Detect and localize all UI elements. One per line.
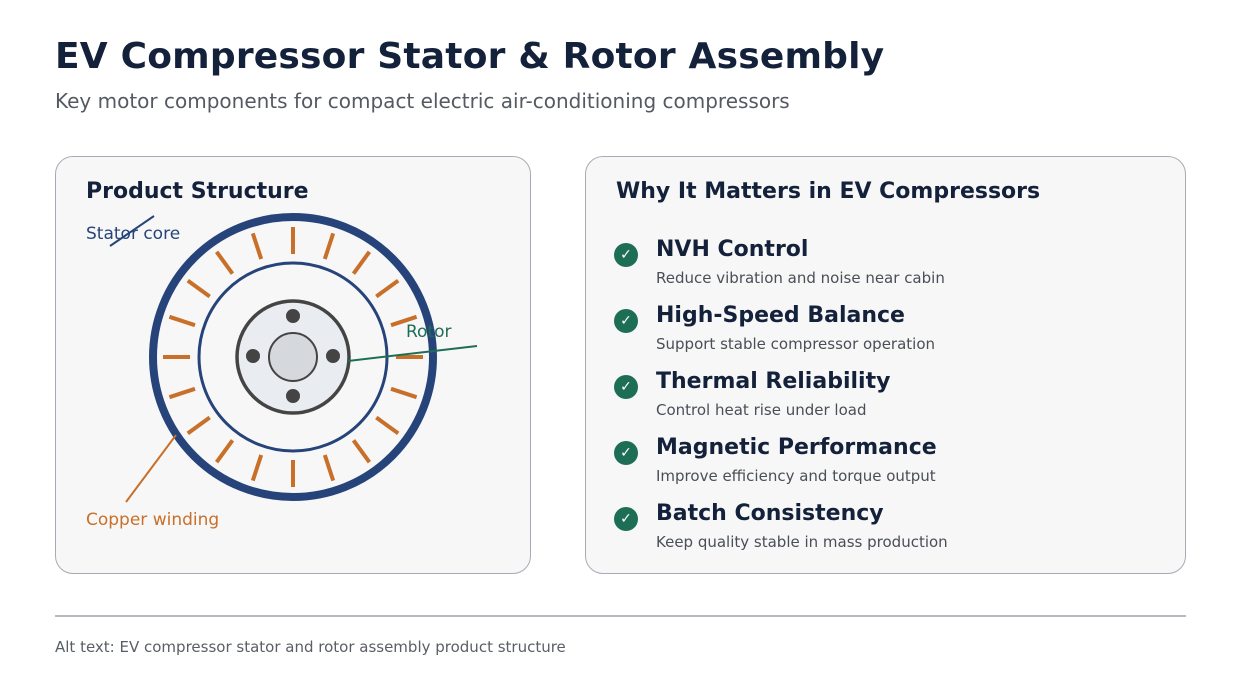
- page-subtitle: Key motor components for compact electri…: [55, 89, 790, 113]
- benefit-desc: Keep quality stable in mass production: [656, 533, 948, 551]
- benefit-title: Thermal Reliability: [656, 369, 891, 394]
- benefit-desc: Support stable compressor operation: [656, 335, 936, 353]
- product-structure-card: Product Structure Stator core Rotor Copp…: [55, 156, 531, 574]
- winding-slot: [186, 278, 211, 299]
- page-title: EV Compressor Stator & Rotor Assembly: [55, 36, 885, 77]
- check-icon: ✓: [614, 309, 638, 333]
- benefit-title: Magnetic Performance: [656, 435, 937, 460]
- benefit-title: Batch Consistency: [656, 501, 884, 526]
- shaft: [268, 332, 318, 382]
- footer-divider: [55, 615, 1186, 617]
- rotor-label: Rotor: [406, 322, 452, 342]
- benefit-desc: Improve efficiency and torque output: [656, 467, 936, 485]
- winding-slot: [168, 314, 196, 328]
- winding-slot: [214, 250, 235, 275]
- rotor-leader: [347, 345, 478, 362]
- winding-slot: [250, 454, 264, 482]
- winding-slot: [322, 454, 336, 482]
- copper-winding-slots: [163, 227, 423, 487]
- hub-bolt-right: [326, 349, 340, 363]
- stator-rotor-diagram: Stator core Rotor Copper winding: [86, 213, 478, 530]
- benefits-card: Why It Matters in EV Compressors ✓ NVH C…: [585, 156, 1186, 574]
- copper-winding-label: Copper winding: [86, 510, 219, 530]
- stator-core-ring: [149, 213, 437, 501]
- check-icon: ✓: [614, 243, 638, 267]
- hub-bolt-top: [286, 309, 300, 323]
- benefits-heading: Why It Matters in EV Compressors: [616, 179, 1041, 204]
- winding-slot: [375, 278, 400, 299]
- product-structure-heading: Product Structure: [86, 179, 309, 204]
- winding-slot: [351, 250, 372, 275]
- stator-core-label: Stator core: [86, 224, 180, 244]
- benefit-desc: Control heat rise under load: [656, 401, 867, 419]
- benefit-desc: Reduce vibration and noise near cabin: [656, 269, 945, 287]
- winding-slot: [250, 232, 264, 260]
- alt-text-caption: Alt text: EV compressor stator and rotor…: [55, 638, 566, 656]
- winding-slot: [214, 439, 235, 464]
- benefit-title: High-Speed Balance: [656, 303, 905, 328]
- hub-bolt-bottom: [286, 389, 300, 403]
- winding-slot: [390, 386, 418, 400]
- winding-slot: [168, 386, 196, 400]
- check-icon: ✓: [614, 441, 638, 465]
- winding-slot: [375, 415, 400, 436]
- benefit-title: NVH Control: [656, 237, 809, 262]
- winding-slot: [390, 314, 418, 328]
- check-icon: ✓: [614, 375, 638, 399]
- winding-slot: [351, 439, 372, 464]
- winding-slot: [322, 232, 336, 260]
- winding-slot: [186, 415, 211, 436]
- copper-winding-leader: [125, 434, 177, 503]
- check-icon: ✓: [614, 507, 638, 531]
- stator-core-leader: [109, 215, 155, 247]
- hub-bolt-left: [246, 349, 260, 363]
